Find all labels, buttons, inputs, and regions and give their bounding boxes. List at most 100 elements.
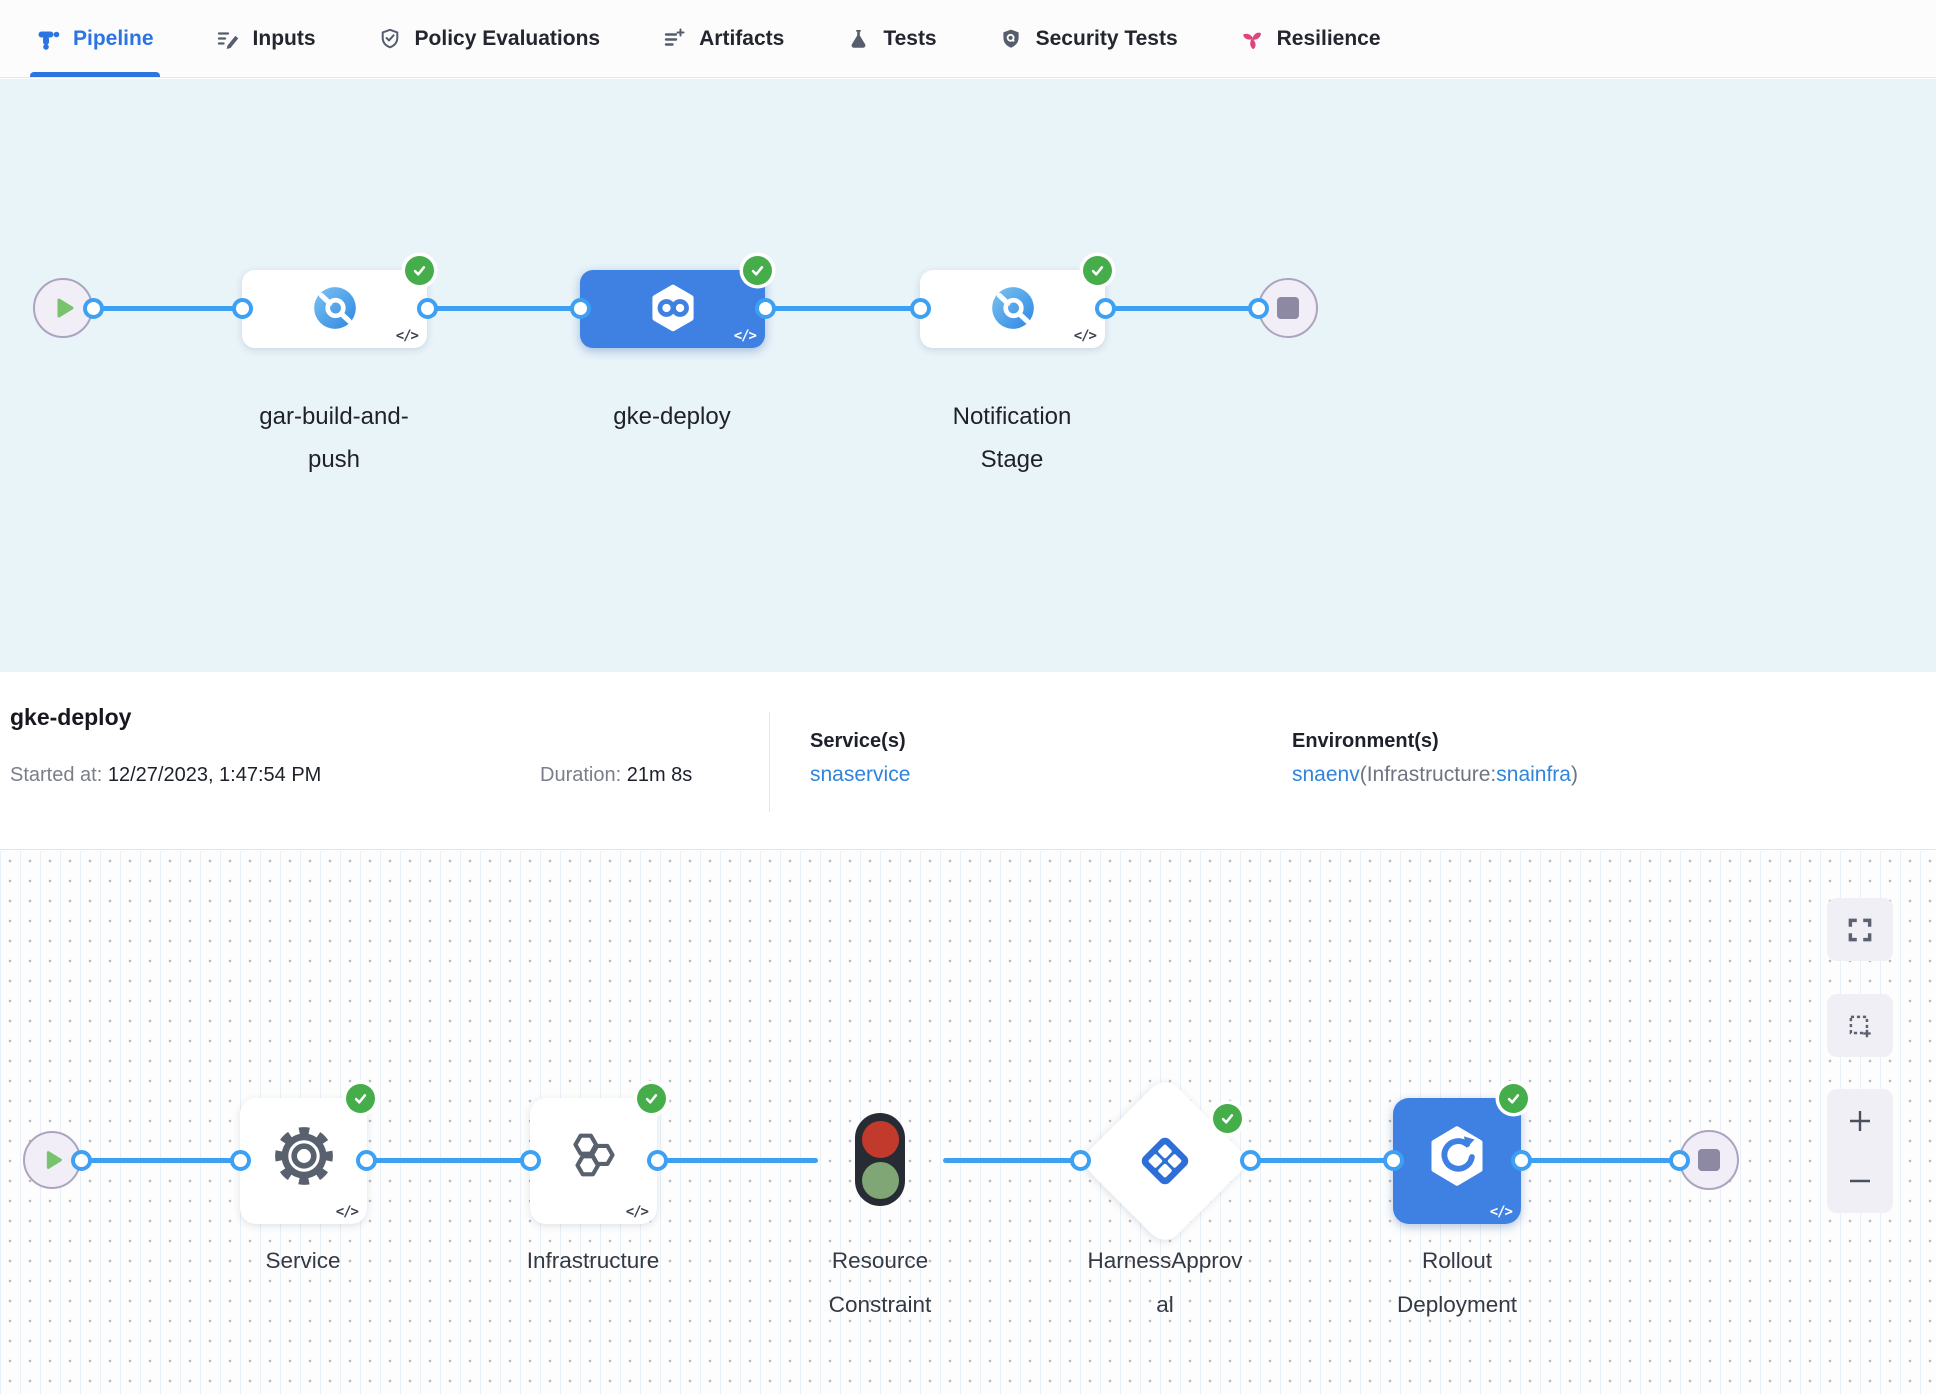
play-icon [46,1151,62,1169]
stage-details-bar: gke-deploy Started at: 12/27/2023, 1:47:… [0,672,1936,850]
connector-dot [1668,1149,1690,1171]
pipeline-icon [38,31,60,50]
stage-card-gar-build-and-push[interactable]: </> [242,270,427,348]
code-glyph: </> [395,328,419,344]
tab-policy-evaluations-label: Policy Evaluations [414,26,601,50]
rollout-icon [1431,1126,1483,1186]
step-card-infrastructure[interactable]: </> [530,1098,657,1224]
connector-dot [754,297,776,319]
custom-stage-icon [991,287,1034,329]
marquee-select-button[interactable] [1827,994,1893,1057]
traffic-light-icon[interactable] [855,1113,905,1206]
divider [769,712,770,812]
connector-dot [519,1149,541,1171]
connector-line [366,1157,530,1163]
play-icon [57,298,74,318]
connector-dot [1069,1149,1091,1171]
connector-dot [229,1149,251,1171]
inputs-icon [217,31,238,49]
connector-dot [569,297,591,319]
tab-artifacts[interactable]: Artifacts [656,0,790,77]
stage-label-gke-deploy: gke-deploy [613,403,731,430]
started-at-value: 12/27/2023, 1:47:54 PM [107,764,322,786]
infrastructure-suffix: ) [1570,763,1578,786]
tab-pipeline[interactable]: Pipeline [30,0,160,77]
connector-line [1105,305,1258,311]
stop-icon [1277,297,1299,319]
zoom-in-button[interactable] [1840,1101,1880,1141]
artifacts-icon [664,28,685,46]
infrastructure-link[interactable]: snainfra [1496,763,1571,786]
zoom-out-button[interactable] [1840,1161,1880,1201]
connector-line [1521,1157,1679,1163]
connector-line [1250,1157,1393,1163]
connector-dot [1239,1149,1261,1171]
duration: Duration: 21m 8s [540,764,693,786]
connector-dot [909,297,931,319]
tab-security-tests-label: Security Tests [1035,26,1178,50]
status-success-icon [637,1084,666,1113]
step-label-infrastructure: Infrastructure [526,1248,660,1273]
red-light [861,1120,899,1158]
code-glyph: </> [1073,328,1097,344]
connector-dot [70,1149,92,1171]
step-label-harness-approval: HarnessApprov al [1087,1248,1243,1317]
status-success-icon [743,256,772,285]
status-success-icon [405,256,434,285]
approval-icon [1141,1137,1189,1185]
step-card-rollout-deployment[interactable]: </> [1393,1098,1521,1224]
connector-dot [646,1149,668,1171]
connector-line [427,305,580,311]
connector-dot [1094,297,1116,319]
tab-inputs-label: Inputs [252,26,316,50]
stage-label-notification-stage: Notification Stage [952,403,1072,473]
step-label-rollout-deployment: Rollout Deployment [1396,1248,1518,1317]
infrastructure-prefix: (Infrastructure: [1359,763,1497,786]
code-glyph: </> [625,1204,649,1220]
step-card-service[interactable]: </> [240,1098,367,1224]
connector-line [657,1157,818,1163]
deploy-stage-icon [651,284,694,332]
step-label-resource-constraint: Resource Constraint [828,1248,932,1317]
environments-label: Environment(s) [1292,730,1439,752]
security-tests-icon [1003,29,1019,48]
code-glyph: </> [733,328,757,344]
fullscreen-icon [1848,918,1872,941]
tab-inputs[interactable]: Inputs [210,0,322,77]
green-light [861,1161,899,1199]
stage-title: gke-deploy [10,704,132,730]
resilience-icon [1242,32,1261,49]
gear-icon [274,1127,333,1185]
tab-security-tests[interactable]: Security Tests [993,0,1184,77]
services-column: Service(s) snaservice [810,730,910,787]
policy-evaluations-icon [381,28,398,48]
minus-icon [1850,1179,1870,1183]
fullscreen-button[interactable] [1827,898,1893,961]
tab-resilience[interactable]: Resilience [1234,0,1387,77]
connector-line [943,1157,1080,1163]
execution-graph-canvas[interactable]: </> </> [0,851,1936,1394]
tab-tests[interactable]: Tests [840,0,942,77]
tab-artifacts-label: Artifacts [699,26,785,50]
service-link[interactable]: snaservice [810,763,911,786]
connector-dot [82,297,104,319]
stage-pipeline-canvas[interactable]: </> </> </> [0,79,1936,672]
tab-pipeline-label: Pipeline [73,26,154,50]
environment-link[interactable]: snaenv [1292,763,1360,786]
connector-dot [231,297,253,319]
tab-resilience-label: Resilience [1276,26,1381,50]
tab-tests-label: Tests [883,26,937,50]
stage-card-gke-deploy[interactable]: </> [580,270,765,348]
build-stage-icon [313,287,356,329]
stage-card-notification-stage[interactable]: </> [920,270,1105,348]
connector-dot [416,297,438,319]
status-success-icon [1213,1104,1242,1133]
connector-dot [1510,1149,1532,1171]
stage-label-gar-build-and-push: gar-build-and- push [259,403,409,473]
duration-value: 21m 8s [626,764,693,786]
plus-icon [1850,1111,1870,1131]
code-glyph: </> [1489,1204,1513,1220]
tab-policy-evaluations[interactable]: Policy Evaluations [372,0,607,77]
marquee-select-icon [1849,1015,1871,1037]
step-label-service: Service [265,1248,341,1273]
